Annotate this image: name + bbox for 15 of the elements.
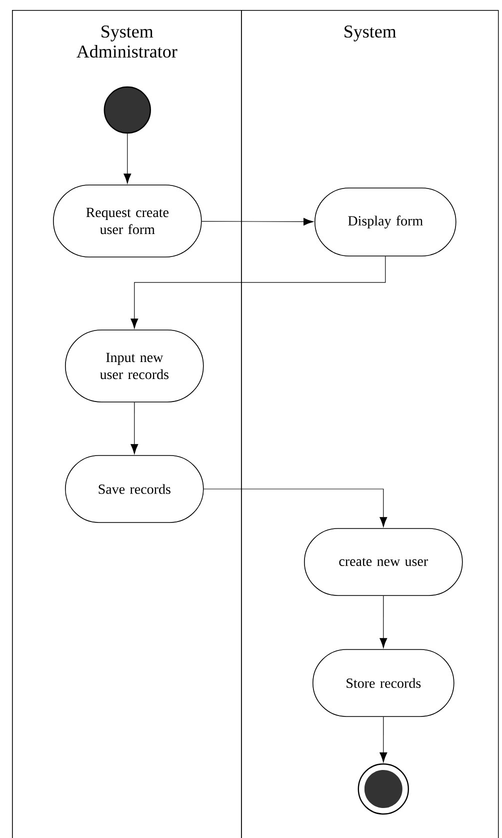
action-box: Input new user records (65, 330, 204, 402)
end-node (358, 763, 409, 815)
start-node (104, 86, 151, 134)
action-box: Store records (312, 649, 454, 717)
arrow (202, 218, 314, 226)
arrow (380, 716, 388, 762)
arrow (380, 596, 388, 648)
arrow (130, 402, 138, 454)
action-box: Display form (314, 188, 456, 256)
arrow (124, 133, 132, 184)
action-box: Request create user form (53, 184, 202, 258)
arrow (130, 256, 386, 329)
action-box: create new user (304, 528, 463, 596)
arrow (204, 488, 388, 528)
action-box: Save records (65, 455, 204, 523)
